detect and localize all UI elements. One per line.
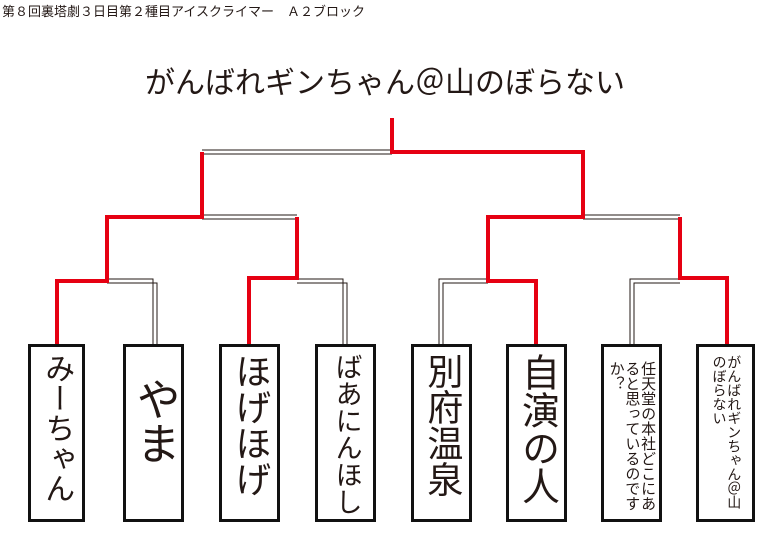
entrant-box-6: 自演の人 [506, 344, 567, 522]
winner-lines [55, 118, 729, 344]
entrant-name: みーちゃん [39, 353, 75, 503]
line-winner-8 [678, 217, 729, 344]
line-r1-m2-loser [297, 278, 344, 344]
entrant-name: やま [128, 377, 180, 465]
entrant-box-4: ばあにんほし [315, 344, 376, 522]
entrant-box-2: やま [123, 344, 184, 522]
entrant-box-7: 任天堂の本社どこにあると思っているのですか？ [601, 344, 662, 522]
champion-name: がんばれギンちゃん＠山のぼらない [145, 66, 625, 101]
entrant-name: ばあにんほし [330, 353, 362, 515]
entrant-name: 別府温泉 [421, 353, 463, 497]
entrant-name: がんばれギンちゃん＠山のぼらない [710, 355, 742, 509]
entrant-box-3: ほげほげ [219, 344, 280, 522]
line-r1-m1-loser [107, 278, 154, 344]
line-r1-m4-loser [629, 278, 680, 344]
line-r1-m3-loser [438, 278, 488, 344]
entrant-box-8: がんばれギンちゃん＠山のぼらない [696, 344, 755, 522]
entrant-box-1: みーちゃん [28, 344, 85, 522]
line-winner-1 [55, 152, 204, 344]
line-winner-3 [247, 217, 299, 344]
line-winner-6 [390, 118, 585, 344]
loser-lines [107, 149, 680, 344]
entrant-box-5: 別府温泉 [411, 344, 472, 522]
entrant-name: ほげほげ [229, 353, 271, 497]
entrant-name: 任天堂の本社どこにあると思っているのですか？ [607, 361, 658, 511]
bracket-caption: 第８回裏塔劇３日目第２種目アイスクライマー Ａ２ブロック [2, 5, 365, 20]
entrant-name: 自演の人 [515, 353, 560, 505]
